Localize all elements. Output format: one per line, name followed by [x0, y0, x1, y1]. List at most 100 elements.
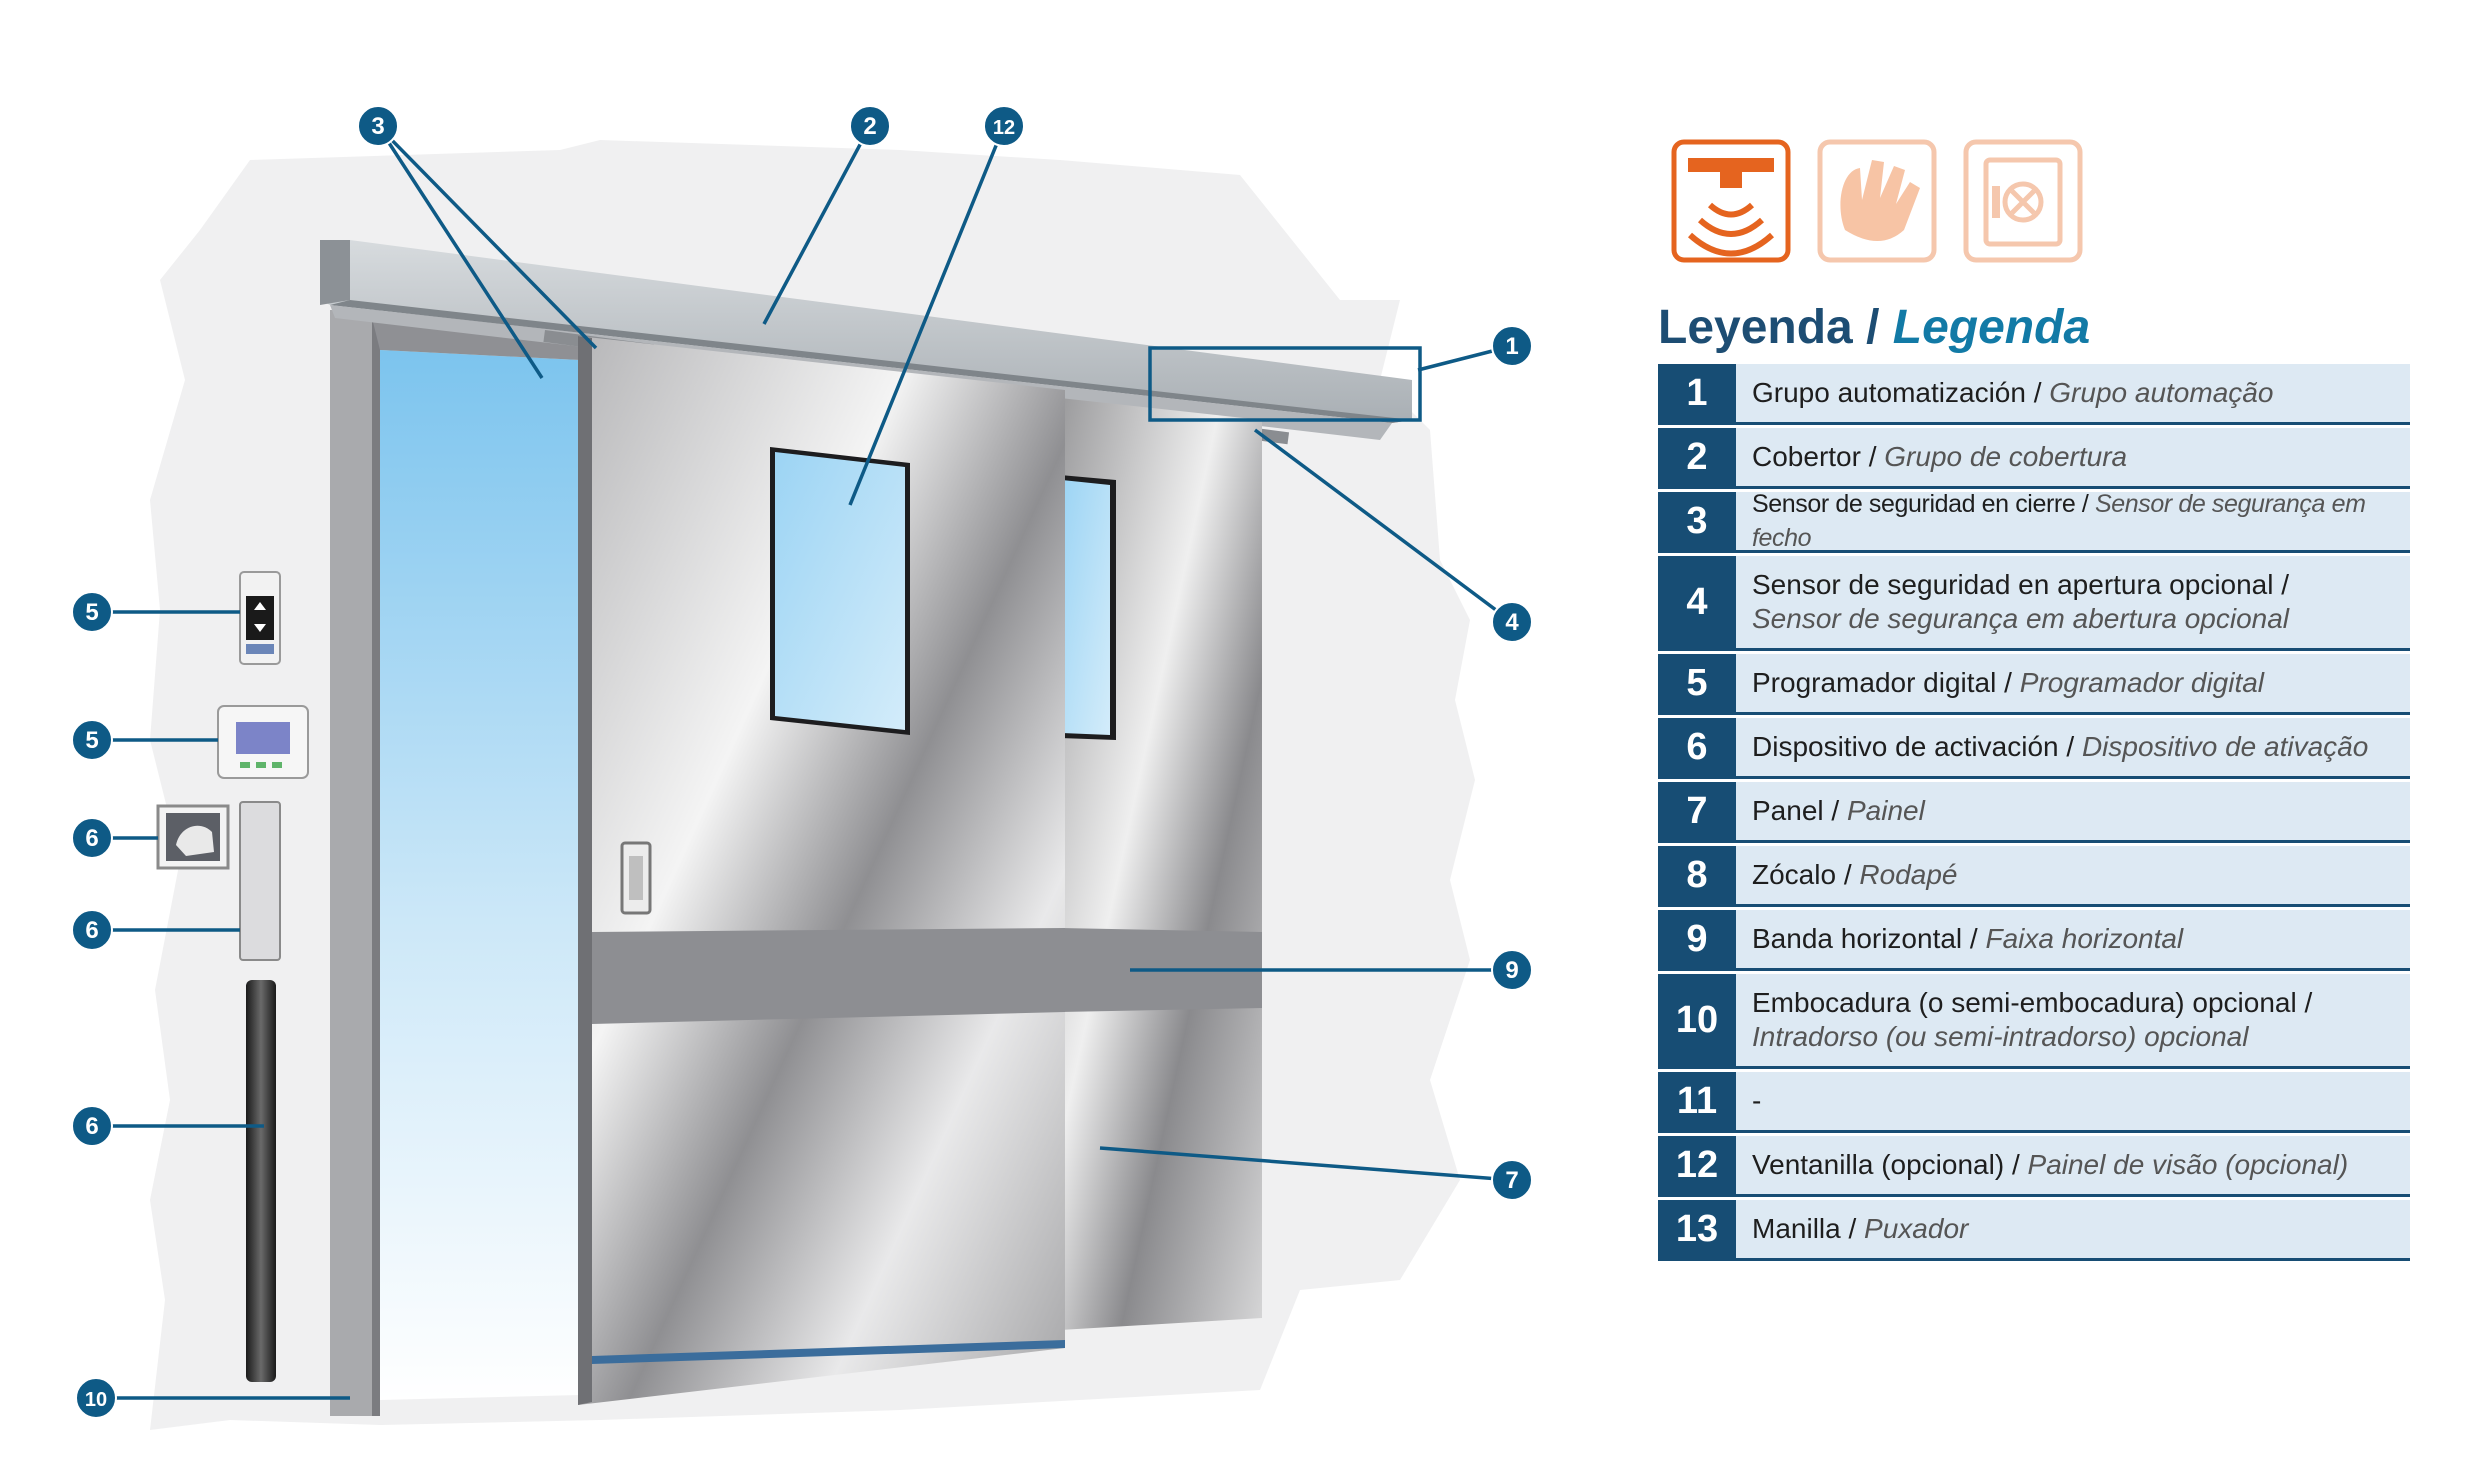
legend-row: 10 Embocadura (o semi-embocadura) opcion… [1658, 974, 2410, 1069]
legend-row: 2 Cobertor / Grupo de cobertura [1658, 428, 2410, 489]
legend-separator: / [1860, 441, 1885, 472]
legend-text-es: Grupo automatización [1752, 377, 2026, 408]
legend-number: 4 [1658, 556, 1736, 648]
legend-row: 13 Manilla / Puxador [1658, 1200, 2410, 1261]
legend-title-pt: Legenda [1892, 301, 2091, 354]
legend-separator: / [2273, 569, 2290, 600]
callout-6a: 6 [71, 817, 113, 859]
svg-text:1: 1 [1505, 333, 1518, 360]
legend-text-es: Sensor de seguridad en apertura opcional [1752, 569, 2274, 600]
legend-row: 11 - [1658, 1072, 2410, 1133]
legend-row: 1 Grupo automatización / Grupo automação [1658, 364, 2410, 425]
legend-separator: / [1840, 1213, 1865, 1244]
svg-text:6: 6 [85, 1113, 98, 1140]
legend-separator: / [1962, 923, 1986, 954]
legend-text-pt: Sensor de segurança em fecho [1752, 490, 2366, 552]
svg-text:10: 10 [85, 1389, 107, 1411]
legend-row: 12 Ventanilla (opcional) / Painel de vis… [1658, 1136, 2410, 1197]
callout-5b: 5 [71, 719, 113, 761]
legend-number: 5 [1658, 654, 1736, 712]
legend-row: 3 Sensor de seguridad en cierre / Sensor… [1658, 490, 2410, 553]
svg-text:5: 5 [85, 599, 98, 626]
svg-text:4: 4 [1505, 609, 1519, 636]
callout-6b: 6 [71, 909, 113, 951]
legend-row: 6 Dispositivo de activación / Dispositiv… [1658, 718, 2410, 779]
callout-2: 2 [849, 105, 891, 147]
legend-separator: / [2025, 377, 2050, 408]
legend-text-pt: Dispositivo de ativação [2081, 731, 2369, 762]
column-sensor [239, 801, 281, 961]
svg-text:12: 12 [993, 117, 1015, 139]
legend-text-es: Ventanilla (opcional) [1752, 1149, 2005, 1180]
legend-text-pt: Grupo automação [2049, 377, 2274, 408]
legend-number: 11 [1658, 1072, 1736, 1130]
legend-text-es: Sensor de seguridad en cierre [1752, 490, 2076, 518]
legend-row: 8 Zócalo / Rodapé [1658, 846, 2410, 907]
legend-text-pt: Rodapé [1859, 859, 1958, 890]
callout-3: 3 [357, 105, 399, 147]
header-rail [320, 240, 1412, 423]
legend-number: 8 [1658, 846, 1736, 904]
legend-number: 12 [1658, 1136, 1736, 1194]
digital-programmer-small [239, 571, 281, 665]
callout-7: 7 [1491, 1159, 1533, 1201]
callout-5a: 5 [71, 591, 113, 633]
legend-number: 3 [1658, 492, 1736, 550]
svg-text:2: 2 [863, 113, 876, 140]
callout-4: 4 [1491, 601, 1533, 643]
legend-text-pt: Intradorso (ou semi-intradorso) opcional [1752, 1021, 2249, 1052]
legend-number: 7 [1658, 782, 1736, 840]
legend-text-es: Dispositivo de activación [1752, 731, 2059, 762]
legend-text-es: Programador digital [1752, 667, 1997, 698]
legend-title-es: Leyenda [1658, 301, 1853, 354]
legend-text-pt: Faixa horizontal [1985, 923, 2184, 954]
legend-text-es: Cobertor [1752, 441, 1861, 472]
radar-sensor-icon [1671, 139, 1791, 263]
legend-separator: / [1823, 795, 1847, 826]
legend-title-separator: / [1852, 301, 1893, 354]
svg-text:9: 9 [1505, 957, 1518, 984]
legend-text-pt: Puxador [1864, 1213, 1969, 1244]
door-leaf-front [578, 336, 1065, 1405]
legend-number: 1 [1658, 364, 1736, 422]
legend-text-es: Manilla [1752, 1213, 1841, 1244]
legend-text-es: Panel [1752, 795, 1824, 826]
svg-text:3: 3 [371, 113, 384, 140]
callout-6c: 6 [71, 1105, 113, 1147]
legend-text-pt: Sensor de segurança em abertura opcional [1752, 603, 2290, 634]
svg-text:6: 6 [85, 825, 98, 852]
legend-number: 10 [1658, 974, 1736, 1066]
activation-icons [1671, 139, 2083, 263]
tall-push-bar [246, 980, 276, 1382]
legend-separator: / [1996, 667, 2020, 698]
callout-9: 9 [1491, 949, 1533, 991]
legend-separator: / [2075, 490, 2095, 518]
callout-1: 1 [1491, 325, 1533, 367]
legend-text-es: Zócalo [1752, 859, 1837, 890]
legend-separator: / [2058, 731, 2082, 762]
legend-row: 4 Sensor de seguridad en apertura opcion… [1658, 556, 2410, 651]
legend-row: 5 Programador digital / Programador digi… [1658, 654, 2410, 715]
legend-text-pt: Painel [1846, 795, 1925, 826]
glass-opening [380, 350, 580, 1400]
callout-10: 10 [75, 1377, 117, 1419]
svg-text:5: 5 [85, 727, 98, 754]
legend-separator: / [1836, 859, 1860, 890]
digital-programmer-wide [217, 705, 309, 779]
legend-separator: / [2296, 987, 2313, 1018]
legend-text-es: Banda horizontal [1752, 923, 1963, 954]
legend-row: 7 Panel / Painel [1658, 782, 2410, 843]
kick-plate [592, 1340, 1065, 1364]
manual-push-icon [1963, 139, 2083, 263]
legend-text-es: - [1752, 1085, 1762, 1116]
svg-text:7: 7 [1505, 1167, 1518, 1194]
legend-row: 9 Banda horizontal / Faixa horizontal [1658, 910, 2410, 971]
legend-number: 13 [1658, 1200, 1736, 1258]
legend-text-pt: Grupo de cobertura [1884, 441, 2128, 472]
door-jamb [330, 310, 372, 1416]
hand-wave-icon [1817, 139, 1937, 263]
legend-title: Leyenda / Legenda [1658, 300, 2090, 355]
legend-text-pt: Programador digital [2019, 667, 2265, 698]
svg-text:6: 6 [85, 917, 98, 944]
